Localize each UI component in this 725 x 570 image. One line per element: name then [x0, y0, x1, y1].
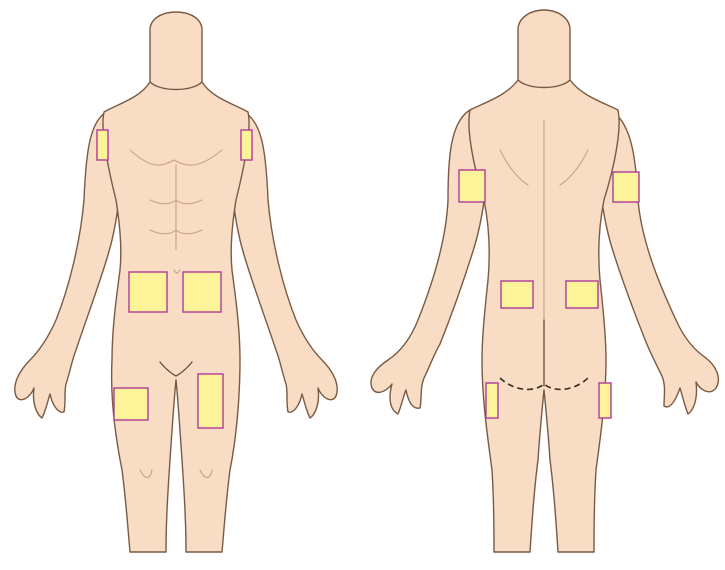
front-torso-legs: [103, 82, 249, 552]
back-patch-right-thigh: [486, 383, 498, 418]
front-neck: [150, 12, 202, 90]
back-figure: [371, 10, 718, 552]
front-patch-left-upper-arm: [241, 130, 252, 160]
back-arm-right: [600, 110, 718, 414]
back-patch-left-thigh: [599, 383, 611, 418]
front-patch-left-thigh: [198, 374, 223, 428]
front-figure: [15, 12, 337, 552]
back-arm-left: [371, 110, 486, 414]
front-patch-right-thigh: [114, 388, 148, 420]
front-patch-left-abdomen: [183, 272, 221, 312]
front-patch-right-abdomen: [129, 272, 167, 312]
back-patch-left-lower-back: [566, 281, 598, 308]
front-patch-right-upper-arm: [97, 130, 108, 160]
back-patch-left-upper-arm: [613, 172, 639, 202]
back-neck: [518, 10, 570, 88]
back-patch-right-lower-back: [501, 281, 533, 308]
back-patch-right-upper-arm: [459, 170, 485, 202]
